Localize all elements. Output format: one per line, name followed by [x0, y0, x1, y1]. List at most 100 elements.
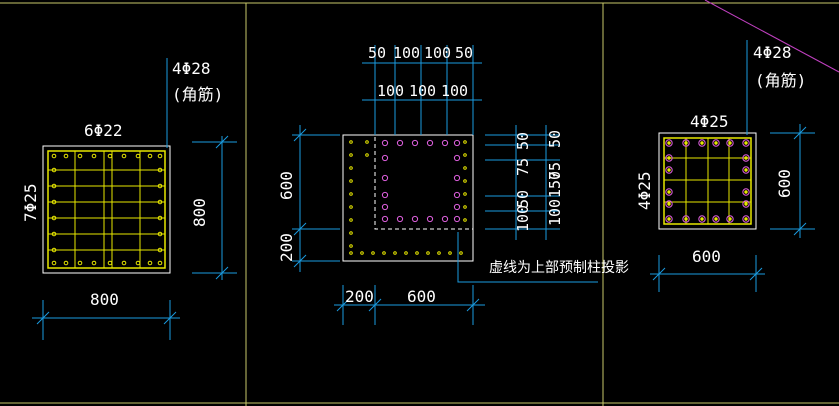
middle-right-dimension — [485, 125, 560, 240]
rebar-dot — [107, 153, 113, 159]
rebar-dot-pink — [665, 139, 673, 147]
rebar-dot — [744, 202, 748, 206]
rebar-dot-pink — [453, 191, 461, 199]
rebar-dot — [91, 260, 97, 266]
rebar-dot — [77, 260, 83, 266]
rebar-dot — [463, 205, 467, 209]
middle-bottom-dim-right: 600 — [407, 287, 436, 306]
rebar-dot — [744, 141, 748, 145]
rebar-dot — [121, 153, 127, 159]
rebar-dot-pink — [742, 139, 750, 147]
rebar-dot-pink — [712, 139, 720, 147]
rebar-dot-pink — [411, 139, 419, 147]
rebar-dot — [667, 168, 671, 172]
right-height-dim: 600 — [775, 169, 794, 198]
rebar-dot — [157, 153, 163, 159]
middle-right-dim-a2: 75 — [514, 158, 532, 176]
middle-precast-projection — [374, 134, 474, 230]
middle-rebar-dots — [349, 139, 467, 255]
rebar-dot — [349, 140, 353, 144]
rebar-dot — [714, 141, 718, 145]
rebar-dot — [700, 141, 704, 145]
rebar-dot-pink — [381, 215, 389, 223]
rebar-dot — [382, 251, 386, 255]
rebar-dot — [349, 244, 353, 248]
left-height-dim: 800 — [190, 198, 209, 227]
rebar-dot-pink — [742, 166, 750, 174]
middle-top-dim-3: 100 — [424, 44, 451, 62]
rebar-dot — [463, 166, 467, 170]
left-rebar-dots — [51, 153, 163, 266]
left-column-outline — [42, 145, 171, 274]
rebar-dot — [371, 251, 375, 255]
rebar-dot — [426, 251, 430, 255]
right-width-dim: 600 — [692, 247, 721, 266]
rebar-dot — [157, 199, 163, 205]
rebar-dot — [463, 192, 467, 196]
rebar-dot — [744, 217, 748, 221]
rebar-dot — [51, 183, 57, 189]
rebar-dot-pink — [381, 174, 389, 182]
rebar-dot — [667, 190, 671, 194]
rebar-dot-pink — [682, 139, 690, 147]
rebar-dot-pink — [665, 188, 673, 196]
rebar-dot — [51, 199, 57, 205]
right-stirrup-grid — [664, 138, 751, 224]
middle-left-dim-lower: 200 — [277, 233, 296, 262]
left-side-rebar-label: 7Φ25 — [21, 183, 40, 222]
middle-column-detail: 50 100 100 50 100 100 100 50 75 50 100 5… — [277, 44, 629, 325]
rebar-dot — [63, 153, 69, 159]
middle-top-dim-4: 50 — [455, 44, 473, 62]
rebar-dot — [700, 217, 704, 221]
middle-right-dim-a3: 50 — [514, 190, 532, 208]
rebar-dot-pink — [453, 174, 461, 182]
rebar-dot — [349, 205, 353, 209]
middle-right-dim-a4: 100 — [514, 205, 532, 232]
left-right-dimension — [192, 135, 237, 280]
right-bottom-dimension — [650, 255, 765, 292]
rebar-dot — [91, 153, 97, 159]
rebar-dot — [463, 179, 467, 183]
rebar-dot-pink — [665, 215, 673, 223]
middle-top-dim-2: 100 — [393, 44, 420, 62]
rebar-dot — [121, 260, 127, 266]
rebar-dot — [415, 251, 419, 255]
rebar-dot-pink — [742, 215, 750, 223]
right-column-outline — [658, 132, 757, 230]
rebar-dot — [463, 153, 467, 157]
left-stirrup-outer — [47, 150, 166, 269]
middle-right-dim-b3: 150 — [546, 171, 564, 198]
rebar-dot — [63, 260, 69, 266]
right-rebar-dots — [665, 139, 750, 223]
rebar-dot-pink — [726, 215, 734, 223]
rebar-dot — [51, 247, 57, 253]
right-side-rebar-label: 4Φ25 — [635, 171, 654, 210]
middle-top-dim-1: 50 — [368, 44, 386, 62]
rebar-dot-pink — [665, 154, 673, 162]
rebar-dot — [51, 215, 57, 221]
rebar-dot — [744, 190, 748, 194]
rebar-dot-pink — [441, 139, 449, 147]
left-corner-rebar-label: 4Φ28 — [172, 59, 211, 78]
rebar-dot-pink — [441, 215, 449, 223]
rebar-dot-pink — [381, 203, 389, 211]
rebar-dot — [349, 179, 353, 183]
rebar-dot — [157, 260, 163, 266]
rebar-dot — [157, 183, 163, 189]
rebar-dot-pink — [665, 166, 673, 174]
right-column-detail: 4Φ28 (角筋) 4Φ25 4Φ25 600 600 — [635, 40, 815, 292]
middle-note-leader — [457, 232, 598, 283]
rebar-dot-pink — [411, 215, 419, 223]
middle-top-dim-7: 100 — [441, 82, 468, 100]
rebar-dot — [349, 251, 353, 255]
rebar-dot-pink — [742, 200, 750, 208]
middle-top-dim-5: 100 — [377, 82, 404, 100]
rebar-dot — [684, 217, 688, 221]
rebar-dot — [51, 231, 57, 237]
rebar-dot-pink — [381, 191, 389, 199]
rebar-dot — [459, 251, 463, 255]
rebar-dot — [360, 251, 364, 255]
rebar-dot — [349, 192, 353, 196]
rebar-dot — [135, 153, 141, 159]
rebar-dot — [744, 168, 748, 172]
